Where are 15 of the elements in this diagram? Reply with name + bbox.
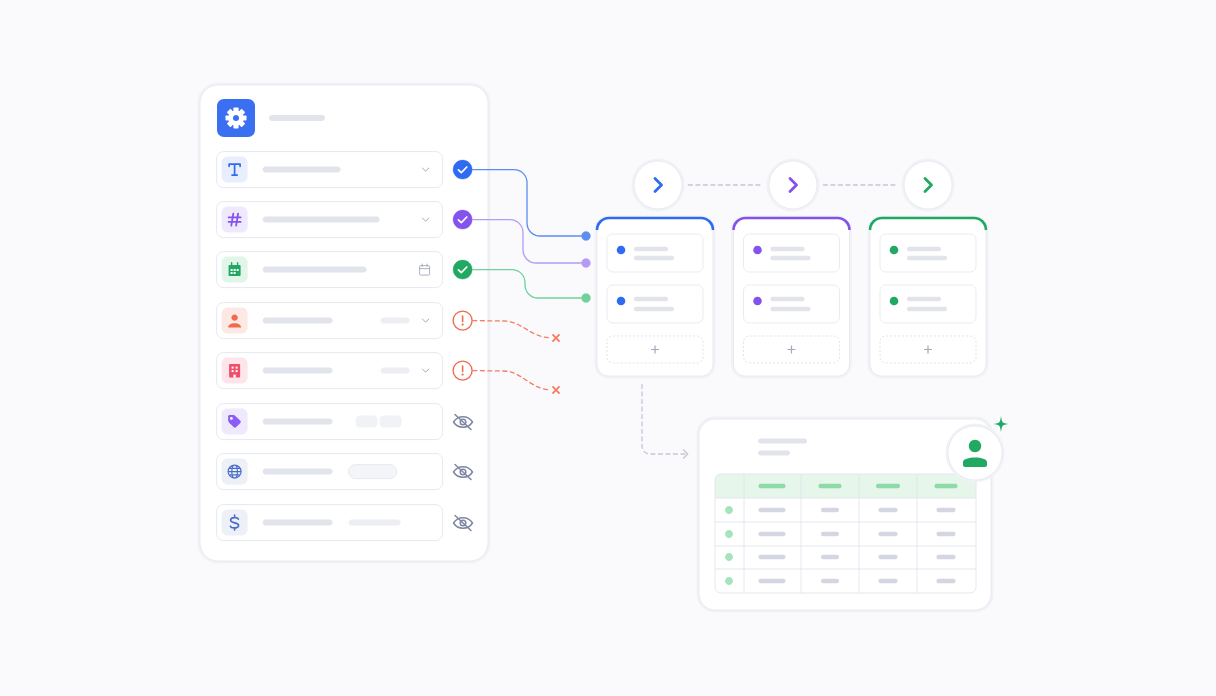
connector-line <box>471 218 582 264</box>
check-icon <box>452 159 473 180</box>
avatar-circle <box>945 423 1005 483</box>
step-circle <box>766 158 820 212</box>
step-circle <box>901 158 955 212</box>
arrow <box>641 383 689 460</box>
connector-line <box>471 168 582 237</box>
connector-line <box>472 369 561 395</box>
connector-line <box>471 268 582 299</box>
connector-line <box>472 319 561 343</box>
warning-icon <box>452 360 473 381</box>
warning-icon <box>452 310 473 331</box>
step-circle <box>631 158 685 212</box>
check-icon <box>452 209 473 230</box>
check-icon <box>452 259 473 280</box>
